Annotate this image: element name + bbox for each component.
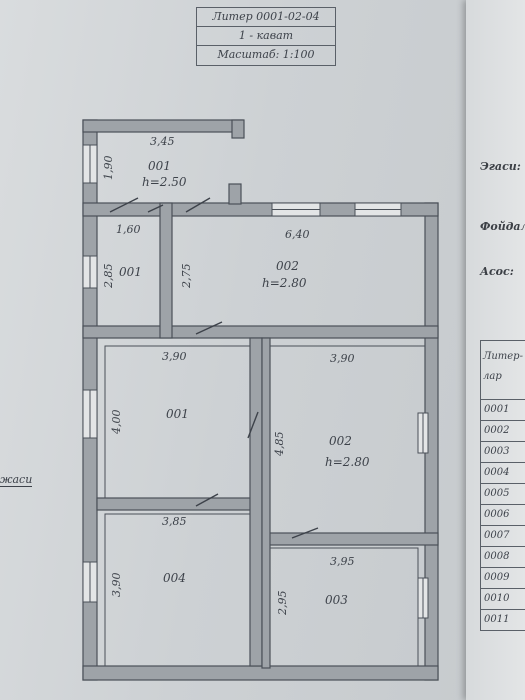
room-002-right-height: h=2.80 <box>325 455 370 469</box>
wall-column <box>228 183 242 205</box>
dim-160: 1,60 <box>116 223 141 236</box>
side-label: жаси <box>0 473 33 487</box>
door-bottom-right <box>291 527 319 539</box>
table-row: 0001 <box>480 400 525 421</box>
table-row: 0011 <box>480 610 525 631</box>
wall-upper-partition <box>159 202 173 339</box>
table-row: 0002 <box>480 421 525 442</box>
liter-table: Литер- лар 0001 0002 0003 0004 0005 0006… <box>480 340 525 631</box>
table-row: 0007 <box>480 526 525 547</box>
dim-390b: 3,90 <box>330 352 355 365</box>
door-center <box>247 411 259 439</box>
dim-275: 2,75 <box>180 264 193 290</box>
room-001-small: 001 <box>119 265 142 279</box>
room-001-porch-height: h=2.50 <box>142 175 187 189</box>
wall-center-b <box>261 337 271 669</box>
door-main <box>195 321 223 335</box>
wall-center <box>249 337 263 667</box>
label-basis: Асос: <box>480 265 514 278</box>
table-row: 0003 <box>480 442 525 463</box>
door-porch-1 <box>109 197 139 213</box>
room-001-porch: 001 <box>148 159 171 173</box>
wall-lower-right <box>261 532 439 546</box>
dim-485: 4,85 <box>273 432 286 458</box>
dim-390a: 3,90 <box>162 350 187 363</box>
door-lower <box>195 493 219 507</box>
room-002-top: 002 <box>276 259 299 273</box>
dim-285: 2,85 <box>102 264 115 290</box>
table-row: 0009 <box>480 568 525 589</box>
wall-mid-horizontal <box>82 325 439 339</box>
wall-lower-left <box>96 497 254 511</box>
table-row: 0005 <box>480 484 525 505</box>
room-004: 004 <box>163 571 186 585</box>
room-001-mid: 001 <box>166 407 189 421</box>
dim-395: 3,95 <box>330 555 355 568</box>
right-page <box>466 0 525 700</box>
dim-345: 3,45 <box>150 135 175 148</box>
table-row: 0004 <box>480 463 525 484</box>
label-owner: Эгаси: <box>480 160 521 173</box>
title-floor: 1 - кават <box>197 27 335 46</box>
dim-400: 4,00 <box>110 410 123 436</box>
room-002-top-height: h=2.80 <box>262 276 307 290</box>
door-porch-2 <box>185 197 211 213</box>
dim-640: 6,40 <box>285 228 310 241</box>
wall-bottom <box>82 665 439 681</box>
title-scale: Масштаб: 1:100 <box>217 48 315 61</box>
title-block: Литер 0001-02-04 1 - кават Масштаб: 1:10… <box>196 7 336 66</box>
title-liter: Литер 0001-02-04 <box>197 8 335 27</box>
wall-porch-end <box>231 119 245 139</box>
wall-top-porch <box>82 119 244 133</box>
liter-table-header: Литер- лар <box>480 340 525 400</box>
dim-295: 2,95 <box>276 591 289 617</box>
room-002-right: 002 <box>329 434 352 448</box>
table-row: 0008 <box>480 547 525 568</box>
room-003: 003 <box>325 593 348 607</box>
dim-190: 1,90 <box>102 156 115 181</box>
table-row: 0010 <box>480 589 525 610</box>
dim-390c: 3,90 <box>110 573 123 598</box>
table-row: 0006 <box>480 505 525 526</box>
dim-385: 3,85 <box>162 515 187 528</box>
label-usage: Фойдал <box>480 220 525 233</box>
